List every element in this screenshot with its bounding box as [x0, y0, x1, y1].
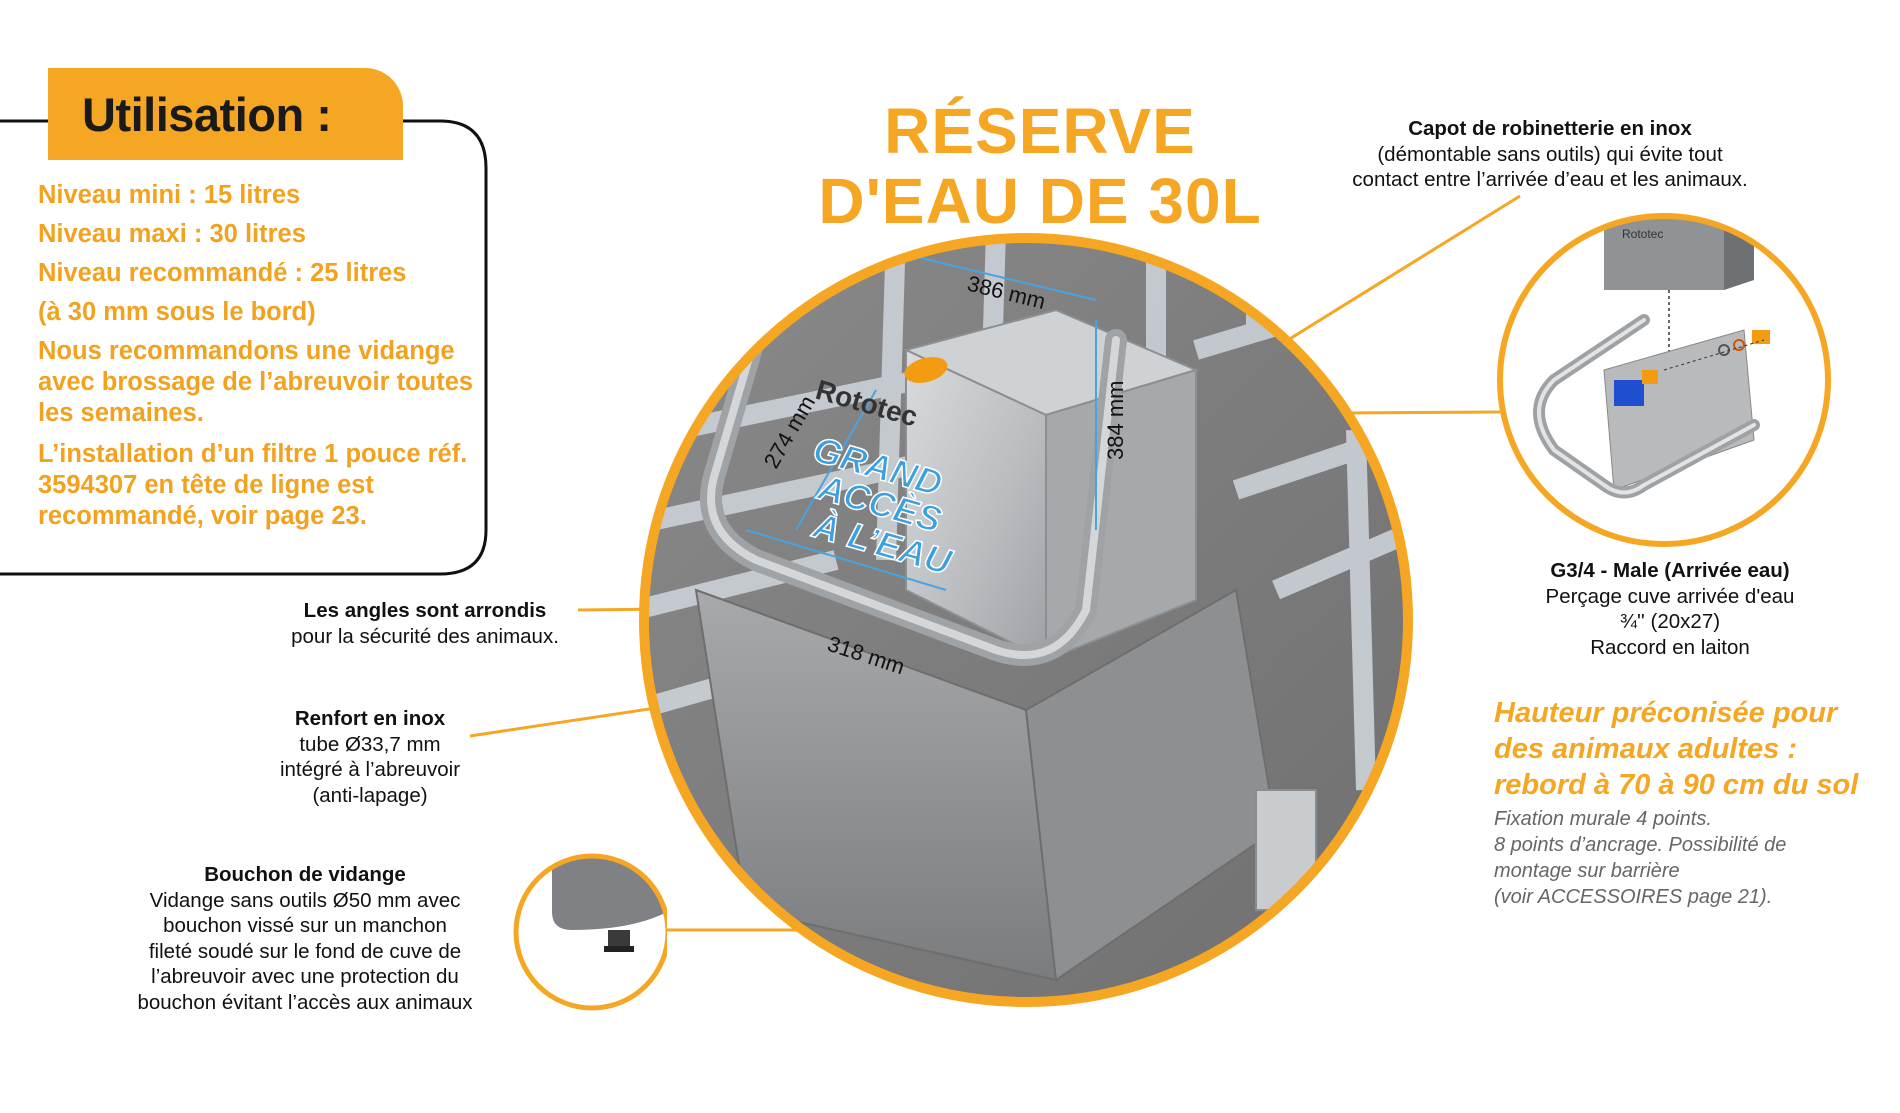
vidange-recommendation: Nous recommandons une vidange avec bross…	[38, 337, 474, 427]
bouchon-title: Bouchon de vidange	[204, 863, 406, 886]
hauteur-l1: Hauteur préconisée pour	[1494, 697, 1838, 729]
main-product-photo: 386 mm 274 mm 318 mm 384 mm Rototec GRAN…	[639, 233, 1413, 1007]
niveau-maxi: Niveau maxi : 30 litres	[38, 220, 306, 248]
niveau-note: (à 30 mm sous le bord)	[38, 298, 316, 326]
inlet-detail-inset: Rototec	[1497, 213, 1831, 547]
angles-text: pour la sécurité des animaux.	[291, 624, 559, 648]
g34-title: G3/4 - Male (Arrivée eau)	[1550, 559, 1790, 582]
hauteur-annotation: Hauteur préconisée pour des animaux adul…	[1494, 695, 1894, 803]
fixation-l4: (voir ACCESSOIRES page 21).	[1494, 886, 1773, 908]
utilisation-frame	[0, 119, 488, 576]
filtre-recommendation: L’installation d’un filtre 1 pouce réf. …	[38, 440, 468, 530]
g34-l1: Perçage cuve arrivée d'eau	[1545, 584, 1795, 608]
drain-plug-inset	[513, 853, 667, 1011]
valve-block	[1614, 380, 1644, 406]
fixation-l1: Fixation murale 4 points.	[1494, 808, 1712, 830]
inset-brand: Rototec	[1622, 227, 1663, 241]
fixation-l3: montage sur barrière	[1494, 860, 1680, 882]
utilisation-text: Niveau mini : 15 litres Niveau maxi : 30…	[38, 180, 483, 542]
headline-line2: D'EAU DE 30L	[818, 165, 1262, 237]
renfort-l3: (anti-lapage)	[312, 783, 428, 807]
angles-title: Les angles sont arrondis	[303, 599, 547, 622]
bouchon-l1: Vidange sans outils Ø50 mm avec	[149, 888, 461, 912]
capot-text2: contact entre l’arrivée d’eau et les ani…	[1352, 168, 1748, 191]
dim-384: 384 mm	[1103, 381, 1128, 460]
drain-plug	[608, 930, 630, 950]
g34-l3: Raccord en laiton	[1590, 635, 1750, 659]
niveau-mini: Niveau mini : 15 litres	[38, 181, 301, 209]
hauteur-l2: des animaux adultes :	[1494, 733, 1797, 765]
bouchon-annotation: Bouchon de vidange Vidange sans outils Ø…	[95, 862, 515, 1015]
niveau-recommande: Niveau recommandé : 25 litres	[38, 259, 407, 287]
utilisation-tab: Utilisation :	[48, 68, 403, 160]
renfort-annotation: Renfort en inox tube Ø33,7 mm intégré à …	[220, 706, 520, 808]
bouchon-l4: l’abreuvoir avec une protection du	[151, 965, 459, 988]
capot-text1: (démontable sans outils) qui évite tout	[1377, 142, 1723, 166]
renfort-l2: intégré à l’abreuvoir	[279, 758, 461, 781]
hauteur-l3: rebord à 70 à 90 cm du sol	[1494, 769, 1859, 801]
g34-l2: ¾'' (20x27)	[1619, 610, 1721, 633]
headline-line1: RÉSERVE	[884, 95, 1196, 167]
bouchon-l5: bouchon évitant l’accès aux animaux	[137, 990, 473, 1014]
renfort-l1: tube Ø33,7 mm	[299, 732, 441, 756]
capot-title: Capot de robinetterie en inox	[1408, 117, 1692, 140]
utilisation-title: Utilisation :	[82, 87, 332, 141]
capot-opening	[904, 357, 948, 383]
bouchon-l2: bouchon vissé sur un manchon	[163, 914, 447, 937]
bouchon-l3: fileté soudé sur le fond de cuve de	[148, 939, 462, 963]
fixation-annotation: Fixation murale 4 points. 8 points d’anc…	[1494, 806, 1894, 910]
capot-annotation: Capot de robinetterie en inox (démontabl…	[1270, 116, 1830, 193]
g34-annotation: G3/4 - Male (Arrivée eau) Perçage cuve a…	[1490, 558, 1850, 660]
fixation-l2: 8 points d’ancrage. Possibilité de	[1494, 834, 1787, 856]
renfort-title: Renfort en inox	[294, 707, 446, 730]
angles-annotation: Les angles sont arrondis pour la sécurit…	[250, 598, 600, 649]
headline: RÉSERVE D'EAU DE 30L	[790, 96, 1290, 236]
